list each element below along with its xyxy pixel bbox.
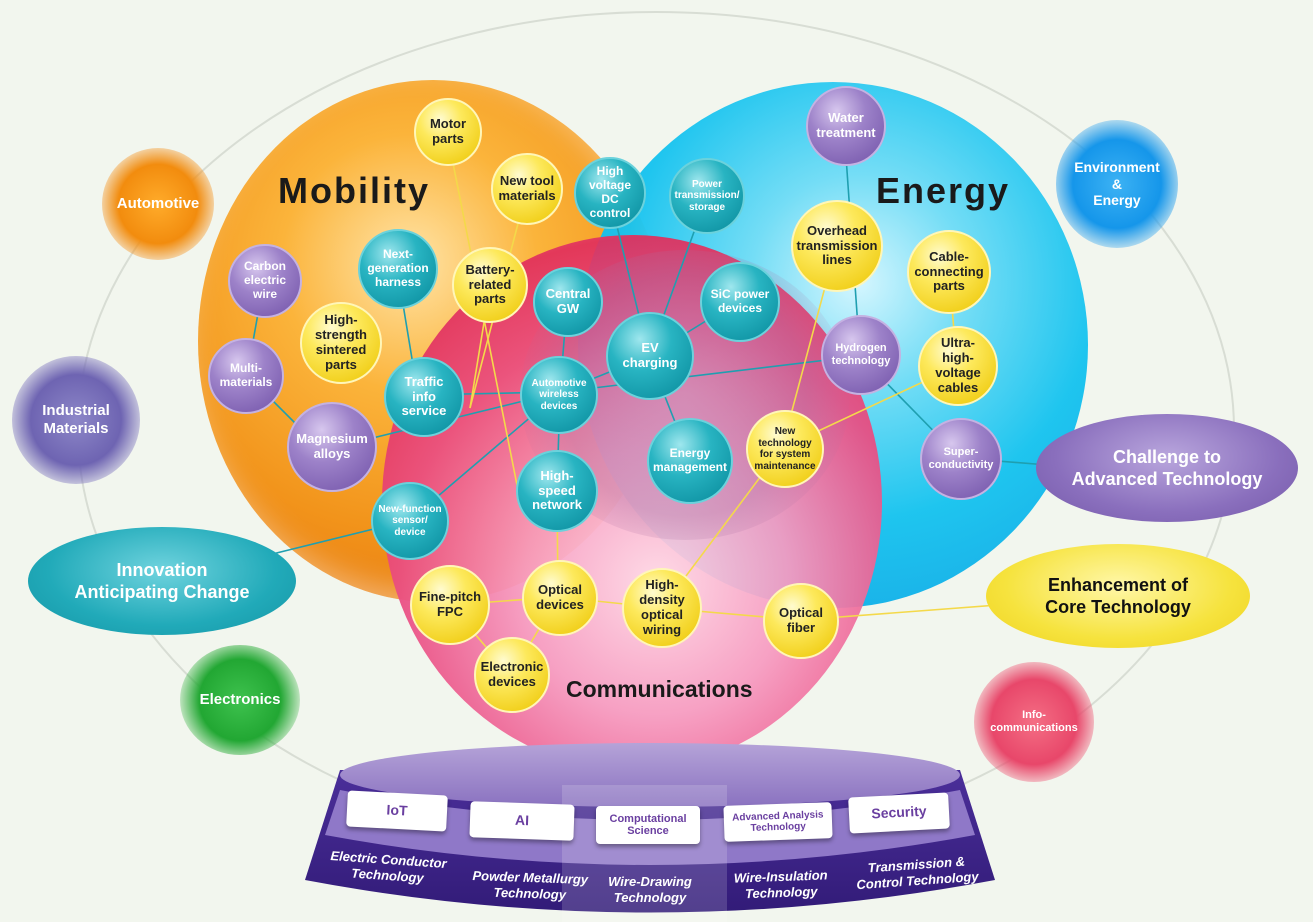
node-overhead-transmission-lines[interactable]: Overhead transmission lines (791, 200, 883, 292)
node-optical-fiber[interactable]: Optical fiber (763, 583, 839, 659)
mobility-title: Mobility (278, 170, 430, 211)
node-new-technology-system-maintenance[interactable]: New technology for system maintenance (746, 410, 824, 488)
automotive-sphere[interactable]: Automotive (102, 148, 214, 260)
node-cable-connecting-parts[interactable]: Cable- connecting parts (907, 230, 991, 314)
infocommunications-sphere[interactable]: Info- communications (974, 662, 1094, 782)
node-high-speed-network[interactable]: High-speed network (516, 450, 598, 532)
node-traffic-info-service[interactable]: Traffic info service (384, 357, 464, 437)
node-motor-parts[interactable]: Motor parts (414, 98, 482, 166)
communications-title: Communications (566, 676, 753, 702)
base-powder-metallurgy-technology: Powder Metallurgy Technology (472, 867, 589, 903)
node-new-function-sensor-device[interactable]: New-function sensor/ device (371, 482, 449, 560)
node-magnesium-alloys[interactable]: Magnesium alloys (287, 402, 377, 492)
node-central-gw[interactable]: Central GW (533, 267, 603, 337)
card-iot[interactable]: IoT (346, 790, 448, 832)
node-high-strength-sintered-parts[interactable]: High- strength sintered parts (300, 302, 382, 384)
innovation-anticipating-change[interactable]: Innovation Anticipating Change (28, 527, 296, 635)
environment-energy-label: Environment & Energy (1074, 158, 1160, 209)
electronics-label: Electronics (199, 691, 281, 708)
node-ultra-high-voltage-cables[interactable]: Ultra- high- voltage cables (918, 326, 998, 406)
infocommunications-label: Info- communications (990, 708, 1078, 734)
node-ev-charging[interactable]: EV charging (606, 312, 694, 400)
industrial-materials-sphere[interactable]: Industrial Materials (12, 356, 140, 484)
node-water-treatment[interactable]: Water treatment (806, 86, 886, 166)
node-high-voltage-dc-control[interactable]: High voltage DC control (574, 157, 646, 229)
node-automotive-wireless-devices[interactable]: Automotive wireless devices (520, 356, 598, 434)
electronics-sphere[interactable]: Electronics (180, 645, 300, 755)
node-high-density-optical-wiring[interactable]: High- density optical wiring (622, 568, 702, 648)
base-wire-insulation-technology: Wire-Insulation Technology (733, 867, 828, 902)
industrial-materials-label: Industrial Materials (42, 402, 110, 437)
node-next-generation-harness[interactable]: Next- generation harness (358, 229, 438, 309)
innovation-label: Innovation Anticipating Change (74, 559, 250, 603)
challenge-to-advanced-technology[interactable]: Challenge to Advanced Technology (1036, 414, 1298, 522)
enhancement-label: Enhancement of Core Technology (1045, 574, 1191, 618)
card-advanced-analysis-technology[interactable]: Advanced Analysis Technology (723, 802, 833, 842)
card-ai[interactable]: AI (469, 801, 575, 841)
node-new-tool-materials[interactable]: New tool materials (491, 153, 563, 225)
node-optical-devices[interactable]: Optical devices (522, 560, 598, 636)
automotive-label: Automotive (116, 195, 200, 212)
node-sic-power-devices[interactable]: SiC power devices (700, 262, 780, 342)
challenge-label: Challenge to Advanced Technology (1071, 446, 1263, 490)
environment-energy-sphere[interactable]: Environment & Energy (1056, 120, 1178, 248)
enhancement-of-core-technology[interactable]: Enhancement of Core Technology (986, 544, 1250, 648)
node-power-transmission-storage[interactable]: Power transmission/ storage (669, 158, 745, 234)
node-superconductivity[interactable]: Super- conductivity (920, 418, 1002, 500)
node-multi-materials[interactable]: Multi- materials (208, 338, 284, 414)
base-wire-drawing-technology: Wire-Drawing Technology (608, 874, 692, 906)
node-battery-related-parts[interactable]: Battery- related parts (452, 247, 528, 323)
node-fine-pitch-fpc[interactable]: Fine-pitch FPC (410, 565, 490, 645)
node-carbon-electric-wire[interactable]: Carbon electric wire (228, 244, 302, 318)
energy-title: Energy (876, 170, 1011, 211)
card-security[interactable]: Security (848, 792, 950, 834)
node-electronic-devices[interactable]: Electronic devices (474, 637, 550, 713)
card-computational-science[interactable]: Computational Science (596, 806, 700, 844)
node-energy-management[interactable]: Energy management (647, 418, 733, 504)
node-hydrogen-technology[interactable]: Hydrogen technology (821, 315, 901, 395)
